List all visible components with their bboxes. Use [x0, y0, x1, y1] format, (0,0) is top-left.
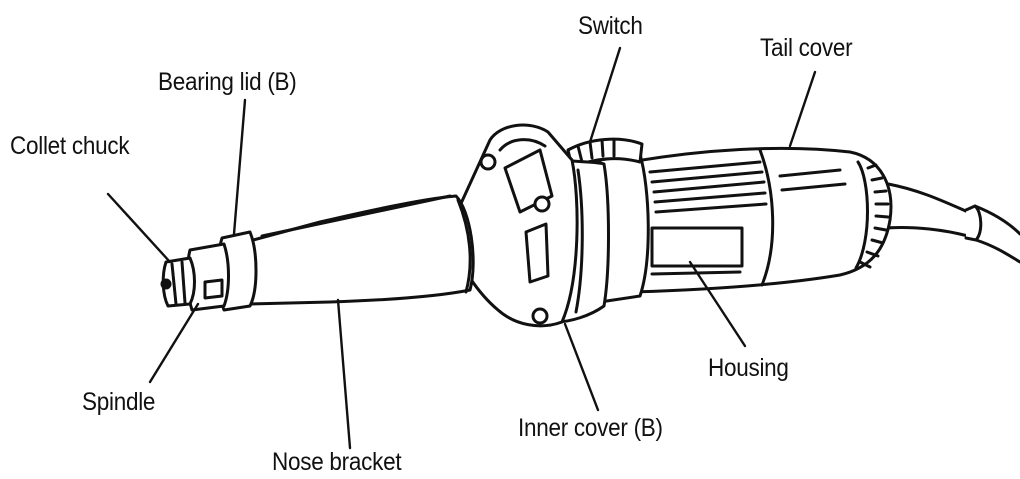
- power-cord: [884, 182, 1020, 264]
- leader-tail-cover: [788, 70, 817, 148]
- label-bearing-lid: Bearing lid (B): [158, 68, 297, 96]
- label-switch: Switch: [578, 12, 643, 40]
- label-spindle: Spindle: [82, 388, 156, 416]
- leader-lines: [106, 46, 817, 450]
- nose-bracket-shape: [244, 194, 475, 306]
- leader-switch: [588, 46, 622, 144]
- leader-inner-cover: [563, 322, 600, 412]
- leader-collet-chuck: [106, 192, 172, 264]
- collet-chuck-shape: [160, 256, 196, 308]
- label-nose-bracket: Nose bracket: [272, 448, 402, 476]
- label-tail-cover: Tail cover: [760, 34, 853, 62]
- die-grinder-icon: [106, 46, 1020, 450]
- leader-bearing-lid: [232, 98, 247, 236]
- label-inner-cover: Inner cover (B): [518, 414, 663, 442]
- label-housing: Housing: [708, 354, 789, 382]
- leader-housing: [688, 260, 747, 348]
- gear-case-shape: [456, 123, 579, 328]
- housing-shape: [598, 152, 847, 304]
- leader-spindle: [148, 302, 200, 384]
- leader-nose-bracket: [336, 298, 352, 450]
- label-collet-chuck: Collet chuck: [10, 132, 130, 160]
